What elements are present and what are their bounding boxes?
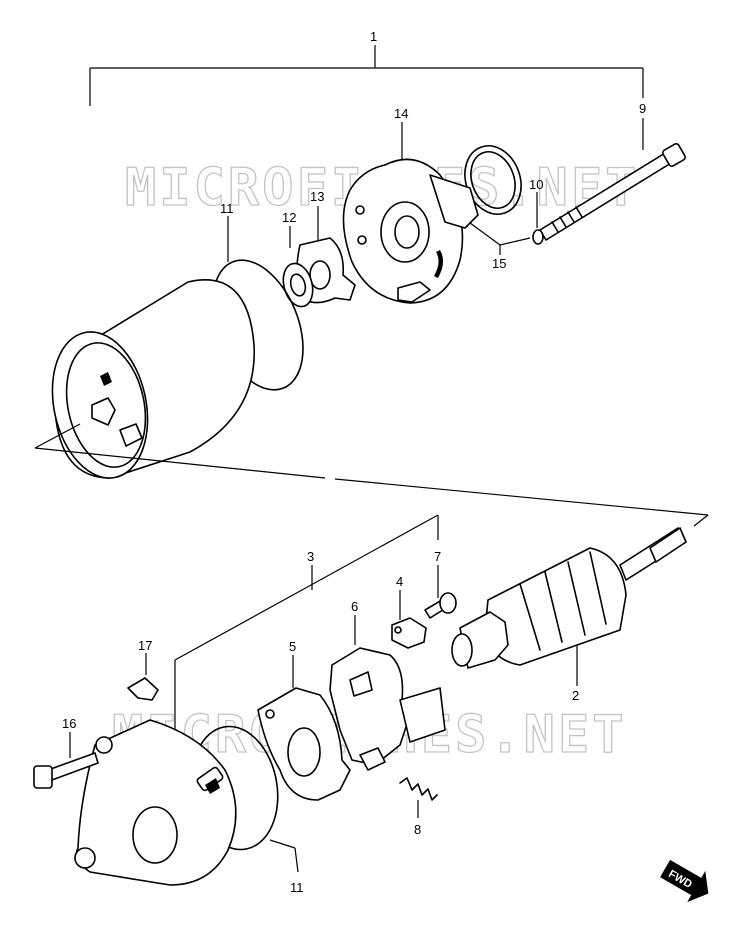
end-housing-14 [342, 122, 479, 304]
screw-7 [424, 565, 457, 619]
washer-10 [532, 192, 544, 245]
assembly-bracket-1 [89, 45, 644, 106]
callout-11-bottom: 11 [290, 880, 304, 895]
callout-2: 2 [572, 688, 579, 703]
callout-4: 4 [396, 574, 403, 589]
bolt-16 [33, 732, 99, 789]
callout-9: 9 [639, 101, 646, 116]
callout-13: 13 [310, 189, 324, 204]
callout-16: 16 [62, 716, 76, 731]
spring-8 [399, 777, 438, 818]
callout-8: 8 [414, 822, 421, 837]
separator-lines [34, 423, 709, 527]
plug-17 [127, 653, 159, 701]
yoke-housing [51, 279, 255, 479]
callout-12: 12 [282, 210, 296, 225]
fwd-arrow-icon: FWD [660, 859, 709, 903]
brush-plate-5 [257, 655, 351, 801]
callout-6: 6 [351, 599, 358, 614]
callout-14: 14 [394, 106, 408, 121]
through-bolt-9 [539, 118, 686, 241]
callout-5: 5 [289, 639, 296, 654]
callout-17: 17 [138, 638, 152, 653]
callout-15: 15 [492, 256, 506, 271]
armature-2 [451, 527, 687, 686]
callout-3: 3 [307, 549, 314, 564]
callout-7: 7 [434, 549, 441, 564]
callout-1: 1 [370, 29, 377, 44]
callout-11-top: 11 [220, 201, 234, 216]
brush-holder-6 [329, 615, 446, 771]
callout-10: 10 [529, 177, 543, 192]
brush-4 [391, 590, 427, 649]
front-housing [74, 719, 237, 886]
